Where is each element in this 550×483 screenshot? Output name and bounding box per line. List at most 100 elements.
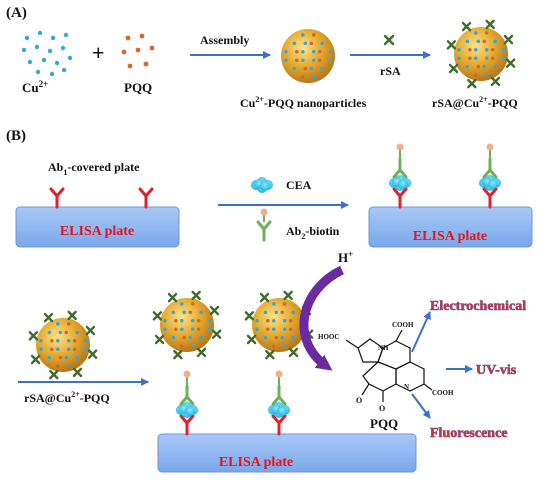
cu-ion-dot	[465, 39, 470, 44]
antibody-arm	[398, 187, 408, 198]
cu-ion-dot	[54, 60, 60, 66]
pqq-nh: NH	[378, 344, 389, 352]
pqq-dot	[174, 319, 178, 323]
rsa-stroke	[196, 347, 207, 358]
pqq-dot	[190, 302, 195, 306]
pqq-dot	[139, 33, 145, 39]
pqq-dot	[301, 75, 305, 79]
cea-molecule	[251, 177, 273, 193]
rsa-stroke	[67, 310, 77, 321]
cu-ion-dot	[24, 35, 30, 41]
rsa-stroke	[152, 311, 163, 321]
cu-ion-dot	[309, 66, 313, 71]
rsa-cross	[173, 349, 183, 360]
ab2-biotin-icon	[256, 208, 272, 242]
antibody-arm	[185, 414, 195, 425]
pqq-dot	[135, 47, 141, 53]
pqq-dot	[174, 327, 178, 331]
rsa-stroke	[265, 349, 275, 360]
cu-ion-dot	[272, 302, 276, 306]
output-electrochemical: Electrochemical	[430, 299, 526, 314]
rsa-cross	[67, 310, 77, 321]
rsa-cross	[72, 367, 83, 378]
pqq-dot	[182, 335, 187, 340]
cu-ion-dot	[27, 59, 33, 65]
rsa-cross	[167, 292, 178, 303]
rsa-stroke	[173, 349, 183, 360]
antibody-arm	[488, 168, 498, 179]
biotin-dot	[396, 143, 404, 151]
cu-ion-dot	[199, 310, 203, 315]
pqq-dot	[50, 339, 54, 343]
cea-molecule	[389, 175, 411, 191]
antibody	[256, 220, 272, 242]
cu-ion-dot	[311, 75, 316, 79]
rsa-stroke	[505, 58, 516, 68]
pqq-dot	[72, 347, 77, 351]
rsa-stroke	[49, 369, 59, 380]
cu-ion-dot	[199, 335, 203, 340]
pqq-label: PQQ	[124, 80, 152, 95]
nanoparticle-sphere	[252, 298, 306, 352]
rsa-stroke	[283, 290, 293, 301]
cu-ion-dot	[320, 41, 324, 46]
cu-ion-dot	[47, 330, 52, 335]
panel-a: (A) Cu2+ + PQQ Assembly Cu2+-PQQ nanopar…	[6, 5, 518, 110]
antibody	[49, 187, 65, 209]
output-uv-vis: UV-vis	[476, 363, 517, 378]
cu-ion-dot	[291, 310, 295, 315]
cu-ion-dot	[56, 347, 60, 351]
pqq-dot	[149, 45, 155, 51]
antibody-arm	[398, 168, 408, 179]
pqq-dot	[58, 355, 63, 360]
nanoparticle-sphere	[36, 318, 90, 372]
pqq-dot	[56, 364, 60, 368]
rsa-cross	[503, 34, 514, 45]
cu-ion-dot	[60, 45, 66, 51]
rsa-cross	[246, 334, 257, 345]
pqq-dot	[188, 310, 192, 315]
cu-ion-dot	[476, 39, 481, 44]
cu-ion-dot	[282, 344, 287, 348]
pqq-name: PQQ	[370, 416, 398, 431]
elisa-plate-3	[157, 433, 417, 473]
h-plus-label: H+	[338, 249, 353, 265]
cu-ion-dot	[474, 48, 478, 52]
cu-ion-dot	[50, 35, 56, 41]
rsa-cross	[28, 331, 39, 341]
rsa-stroke	[28, 331, 39, 341]
cu-ion-dot	[66, 339, 71, 343]
antibody-arm	[262, 220, 272, 231]
biotin-dot	[260, 208, 268, 216]
cu-ion-dot	[255, 327, 259, 331]
cea-lobe	[488, 179, 498, 189]
pqq-o2: O	[379, 404, 385, 413]
rsa-cross	[259, 292, 270, 303]
rsa-stroke	[191, 290, 201, 301]
antibody-arm	[49, 187, 59, 198]
rsa-cross	[461, 21, 472, 32]
pqq-dot	[143, 61, 149, 67]
antibody-arm	[392, 187, 402, 198]
cu-ion-dot	[83, 347, 88, 351]
rsa-cross	[196, 347, 207, 358]
ab2-label: Ab2-biotin	[286, 224, 340, 241]
cu-ion-dot	[493, 64, 497, 69]
pqq-molecule-labels: HOOC COOH NH N COOH O O PQQ	[318, 321, 454, 431]
cu-ion-dot	[311, 50, 316, 54]
pqq-molecule	[345, 329, 433, 402]
cu-ion-dot	[39, 347, 43, 351]
cu-ion-dot	[311, 58, 316, 62]
pqq-dot	[274, 335, 279, 340]
rsa-stroke	[30, 354, 41, 365]
rsa-stroke	[246, 334, 257, 345]
pqq-dot	[72, 339, 77, 343]
pqq-dot	[490, 48, 495, 52]
cu-ion-dot	[303, 41, 308, 46]
rsa-stroke	[72, 367, 83, 378]
cu-ion-dot	[180, 302, 184, 306]
antibody	[392, 157, 408, 179]
cu-ion-dot	[163, 327, 167, 331]
antibody-arm	[271, 395, 281, 406]
